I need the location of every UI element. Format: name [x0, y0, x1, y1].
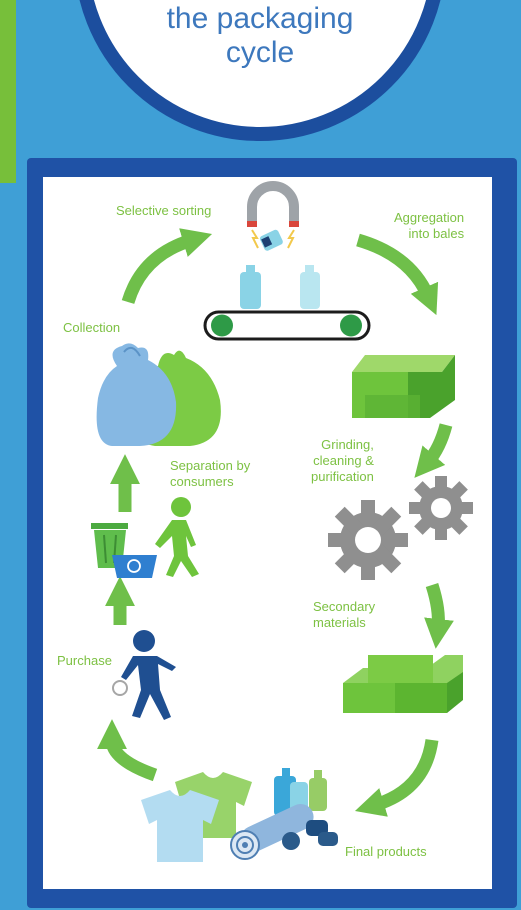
- cycle-arrow-icon: [97, 719, 158, 782]
- label-aggregation-line-1: Aggregation: [394, 210, 465, 225]
- label-grinding-line-2: cleaning &: [313, 453, 374, 468]
- shopper-icon: [112, 630, 176, 720]
- label-secondary-materials: Secondary materials: [313, 599, 375, 631]
- label-purchase: Purchase: [57, 653, 112, 668]
- label-grinding-line-3: purification: [311, 469, 374, 484]
- fabric-roll-icon: [230, 804, 338, 860]
- cycle-arrow-icon: [414, 423, 453, 478]
- label-selective-sorting: Selective sorting: [116, 203, 212, 218]
- cycle-arrow-icon: [356, 233, 439, 316]
- label-secondary-line-1: Secondary: [313, 599, 376, 614]
- label-aggregation: Aggregation into bales: [394, 210, 464, 242]
- walking-person-icon: [155, 497, 199, 577]
- magnet-icon: [247, 181, 299, 249]
- cycle-arrow-icon: [424, 583, 454, 649]
- cycle-arrow-icon: [354, 738, 439, 817]
- cycle-arrow-icon: [121, 228, 213, 305]
- trash-bags-icon: [96, 343, 221, 446]
- page-title: the packaging cycle: [100, 2, 420, 70]
- material-blocks-icon: [343, 655, 463, 713]
- label-separation-line-2: consumers: [170, 474, 234, 489]
- gears-icon: [328, 476, 473, 580]
- label-collection: Collection: [63, 320, 121, 335]
- bales-icon: [352, 355, 455, 418]
- title-line-2: cycle: [225, 36, 295, 69]
- label-grinding: Grinding, cleaning & purification: [311, 437, 374, 485]
- side-accent-bar: [0, 0, 16, 183]
- title-line-1: the packaging: [166, 2, 354, 35]
- label-separation: Separation by consumers: [170, 458, 250, 490]
- label-aggregation-line-2: into bales: [408, 226, 465, 241]
- label-final-products: Final products: [345, 844, 427, 859]
- label-grinding-line-1: Grinding,: [321, 437, 374, 452]
- tshirt-icon: [141, 772, 252, 862]
- label-separation-line-1: Separation by: [170, 458, 251, 473]
- recycle-bin-icon: [91, 523, 157, 578]
- bottle-icon: [240, 229, 320, 309]
- label-secondary-line-2: materials: [313, 615, 366, 630]
- conveyor-belt-icon: [203, 310, 371, 341]
